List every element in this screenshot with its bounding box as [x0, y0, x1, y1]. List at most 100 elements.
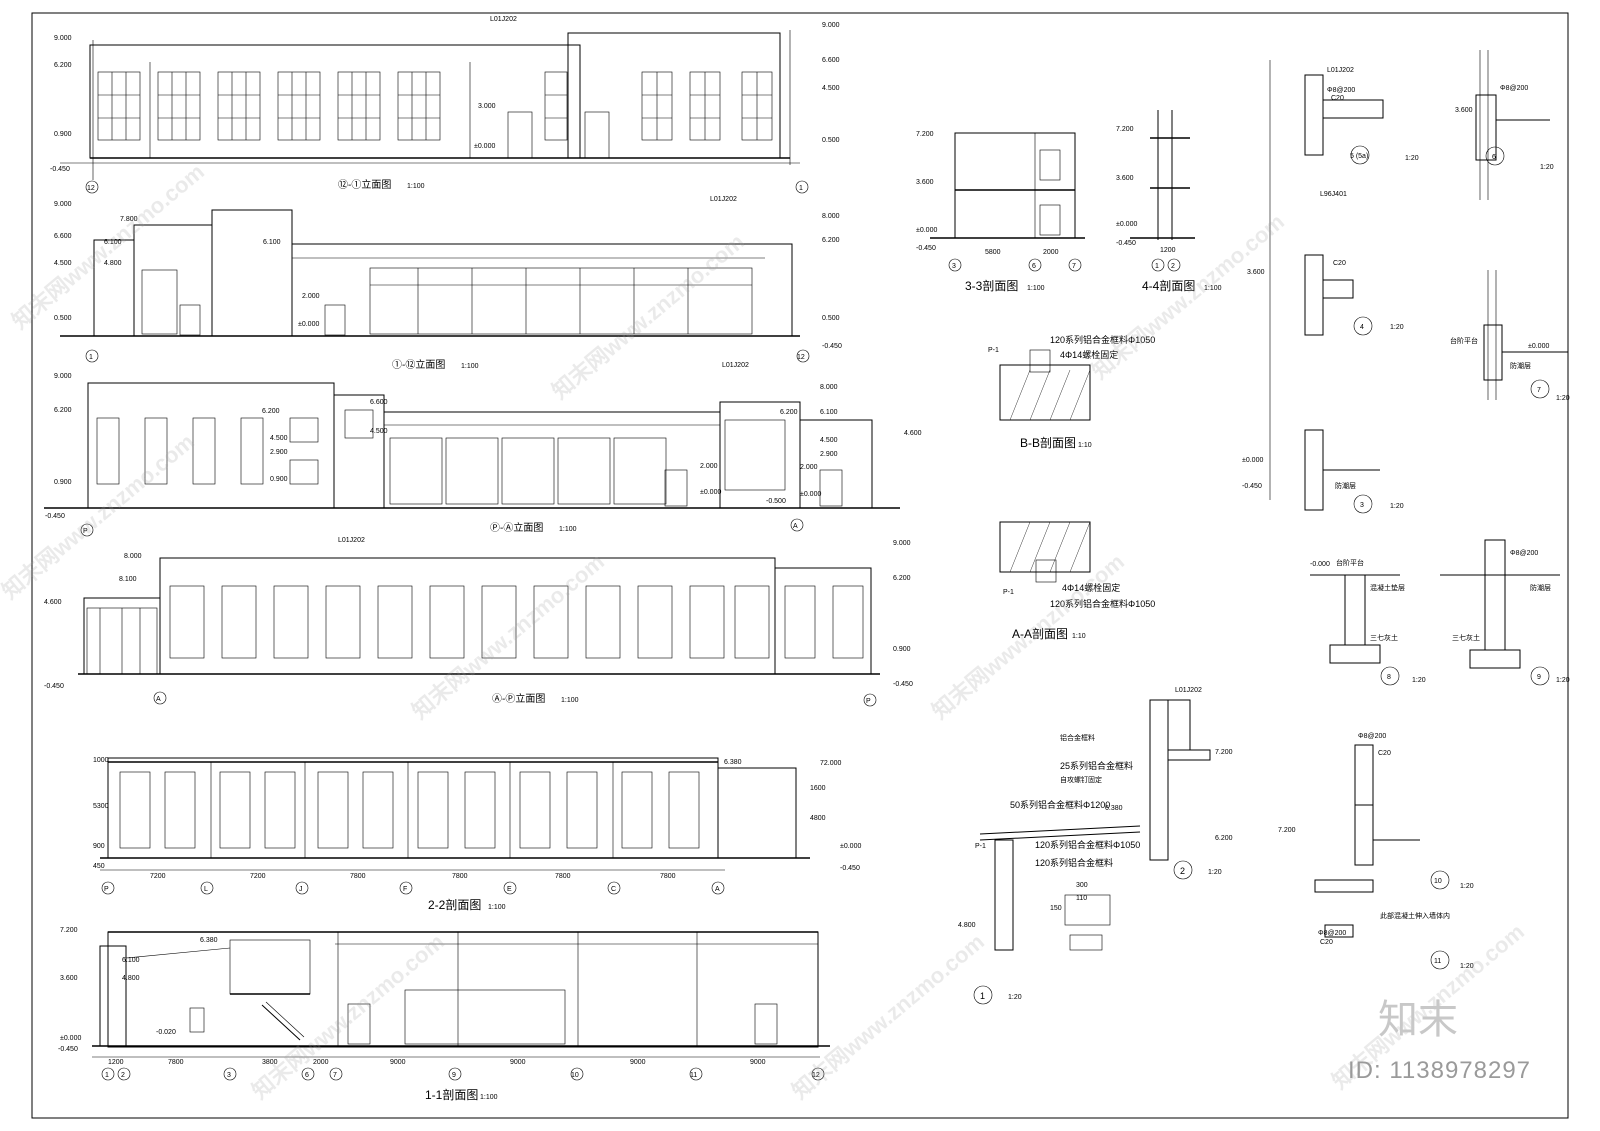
d5-note-1: L01J202	[1327, 67, 1354, 74]
e3-level-11: 2.000	[700, 463, 718, 470]
e4-level-1: 8.000	[124, 553, 142, 560]
d6-note-1: 3.600	[1455, 107, 1473, 114]
section-a-a: 4Φ14螺栓固定 120系列铝合金框料Φ1050 P-1 A-A剖面图 1:10	[999, 521, 1155, 641]
s11-axis-2: 2	[121, 1072, 125, 1079]
saa-scale: 1:10	[1072, 633, 1086, 640]
e3-level-7: 2.900	[270, 449, 288, 456]
detail-10-11: Φ8@200 C20 7.200 10 1:20 此部混凝土伸入墙体内 Φ8@2…	[1278, 733, 1474, 970]
e2-level-4: 6.100	[104, 239, 122, 246]
e3-scale: 1:100	[559, 526, 577, 533]
d7-label: 7	[1537, 387, 1541, 394]
s44-level-4: -0.450	[1116, 240, 1136, 247]
e2-title: ①-⑫立面图	[392, 358, 445, 371]
e3-level-10: 4.500	[370, 428, 388, 435]
section-4-4: 7.200 3.600 ±0.000 -0.450 1200 1 2 4-4剖面…	[1116, 110, 1222, 293]
s22-h-1: 1000	[93, 757, 109, 764]
d7-note-3: ±0.000	[1528, 343, 1549, 350]
s33-title: 3-3剖面图	[965, 279, 1018, 293]
s22-h-4: 450	[93, 863, 105, 870]
d8-note-1: 台阶平台	[1336, 558, 1364, 567]
d2-scale: 1:20	[1208, 869, 1222, 876]
d10-scale: 1:20	[1460, 883, 1474, 890]
e2-level-7: 2.000	[302, 293, 320, 300]
d5-scale: 1:20	[1405, 155, 1419, 162]
d3-label: 3	[1360, 502, 1364, 509]
s22-level-1: 72.000	[820, 760, 842, 767]
s11-level-3: 6.100	[122, 957, 140, 964]
saa-title: A-A剖面图	[1012, 627, 1068, 641]
s22-axis-2: L	[204, 886, 208, 893]
s11-axis-4: 6	[305, 1072, 309, 1079]
d3-note-6: 防潮层	[1335, 481, 1356, 490]
e3-level-5: 6.200	[262, 408, 280, 415]
s22-dim-2: 7200	[250, 873, 266, 880]
d6-note-2: Φ8@200	[1500, 85, 1528, 92]
watermark-6: 知末网www.znzmo.com	[927, 549, 1129, 724]
e2-level-11: 6.200	[822, 237, 840, 244]
d8-note-2: 混凝土垫层	[1370, 583, 1405, 592]
d1-note-15: 6.200	[1215, 835, 1233, 842]
e4-level-2: 8.100	[119, 576, 137, 583]
e4-level-8: -0.450	[893, 681, 913, 688]
e3-level-20: ±0.000	[800, 491, 821, 498]
s22-title: 2-2剖面图	[428, 898, 481, 912]
s22-axis-7: A	[715, 886, 720, 893]
s22-axis-6: C	[611, 886, 616, 893]
elevation-p-a: 9.000 6.200 0.900 -0.450 6.200 4.500 2.9…	[44, 362, 922, 537]
sbb-note-2: 4Φ14螺栓固定	[1060, 349, 1118, 360]
d1-note-4: 自攻螺钉固定	[1060, 775, 1102, 784]
elevation-1-windows	[97, 71, 773, 141]
e2-level-9: 0.500	[54, 315, 72, 322]
s22-axis-5: E	[507, 886, 512, 893]
s33-dim-1: 5800	[985, 249, 1001, 256]
e2-level-1: 9.000	[54, 201, 72, 208]
s44-level-2: 3.600	[1116, 175, 1134, 182]
e1-axis-left: 12	[87, 185, 95, 192]
e4-axis-left: A	[156, 696, 161, 703]
watermark-7: 知末网www.znzmo.com	[787, 929, 989, 1104]
s11-axis-3: 3	[227, 1072, 231, 1079]
d1-label: 1	[980, 991, 985, 1001]
e1-level-8: 0.500	[822, 137, 840, 144]
e3-level-2: 6.200	[54, 407, 72, 414]
s44-axis-2: 2	[1171, 263, 1175, 270]
s22-level-5: -0.450	[840, 865, 860, 872]
e2-level-10: 8.000	[822, 213, 840, 220]
e2-axis-left: 1	[89, 354, 93, 361]
e3-level-3: 0.900	[54, 479, 72, 486]
e1-level-6: 6.600	[822, 57, 840, 64]
e3-title: Ⓟ-Ⓐ立面图	[490, 521, 543, 534]
e1-scale: 1:100	[407, 183, 425, 190]
d11-label: 11	[1434, 958, 1441, 965]
sbb-scale: 1:10	[1078, 442, 1092, 449]
e4-level-6: 6.200	[893, 575, 911, 582]
watermark-1: 知末网www.znzmo.com	[7, 159, 209, 334]
e3-level-15: 6.200	[780, 409, 798, 416]
d1-note-7: 120系列铝合金框料	[1035, 857, 1113, 868]
e2-level-4b: 6.100	[263, 239, 281, 246]
s22-h-2: 5300	[93, 803, 109, 810]
e2-level-2: 7.800	[120, 216, 138, 223]
d3-scale: 1:20	[1390, 503, 1404, 510]
d1-note-3: 25系列铝合金框料	[1060, 760, 1133, 771]
e2-level-6: 4.800	[104, 260, 122, 267]
s33-level-3: ±0.000	[916, 227, 937, 234]
detail-8-9: 台阶平台 混凝土垫层 三七灰土 -0.000 8 1:20 Φ8@200 防潮层…	[1310, 539, 1570, 686]
e2-level-13: -0.450	[822, 343, 842, 350]
d1-note-9: 300	[1076, 882, 1088, 889]
s11-level-8: -0.450	[58, 1046, 78, 1053]
e3-level-6: 4.500	[270, 435, 288, 442]
sbb-note-1: 120系列铝合金框料Φ1050	[1050, 334, 1155, 345]
e4-scale: 1:100	[561, 697, 579, 704]
e3-level-18: 2.900	[820, 451, 838, 458]
s44-dim-1: 1200	[1160, 247, 1176, 254]
s22-dim-6: 7800	[660, 873, 676, 880]
e4-level-4: -0.450	[44, 683, 64, 690]
d1-note-14: 6.380	[1105, 805, 1123, 812]
elevation-1-12: 9.000 7.800 6.600 6.100 6.100 4.500 4.80…	[54, 196, 842, 371]
e1-level-5: 9.000	[822, 22, 840, 29]
watermark-8: 知末网www.znzmo.com	[1087, 209, 1289, 384]
d8-scale: 1:20	[1412, 677, 1426, 684]
d1-scale: 1:20	[1008, 994, 1022, 1001]
